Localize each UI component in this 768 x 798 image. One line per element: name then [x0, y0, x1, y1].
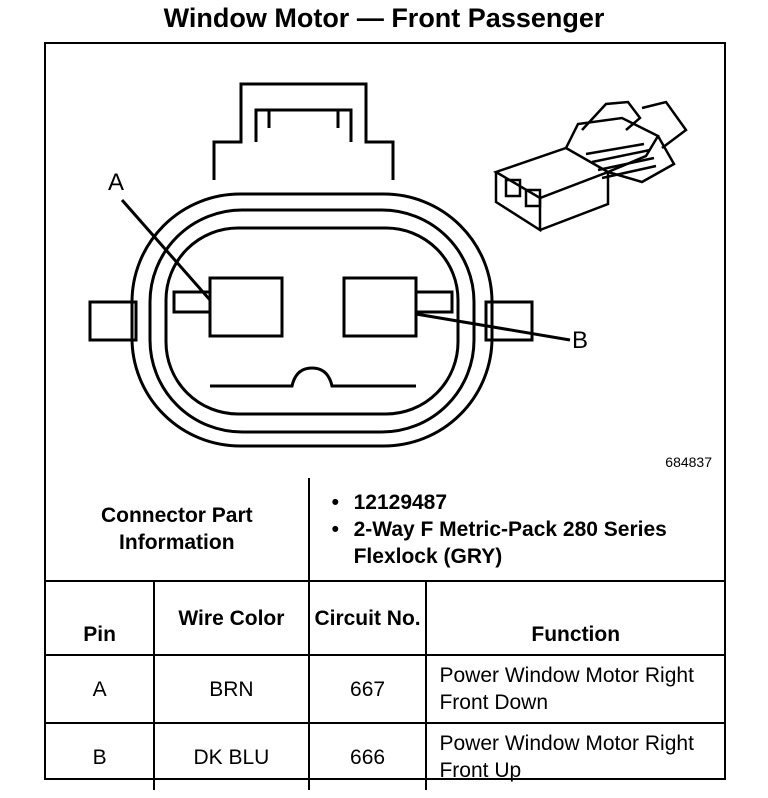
connector-sketch	[493, 100, 688, 233]
latch-inner	[254, 108, 353, 142]
bullet-icon: •	[331, 490, 339, 514]
connector-info-row: Connector Part Information •12129487 •2-…	[46, 478, 724, 582]
table-header-row: Pin Wire Color Circuit No. Function	[46, 580, 724, 656]
terminal-a	[208, 276, 284, 338]
connector-info-item: •2-Way F Metric-Pack 280 Series Flexlock…	[331, 517, 667, 568]
cell-function: Power Window Motor Right Front Up	[425, 722, 724, 790]
cell-circuit-no: 666	[307, 722, 428, 790]
cell-wire-color: BRN	[153, 654, 310, 724]
left-ear	[88, 300, 138, 342]
latch-housing	[212, 82, 395, 180]
page-title: Window Motor — Front Passenger	[163, 3, 605, 33]
figure-code: 684837	[665, 454, 712, 470]
header-circuit-no: Circuit No.	[307, 580, 428, 656]
connector-diagram: A B 684837	[46, 44, 724, 478]
leader-a	[120, 199, 212, 301]
header-pin: Pin	[46, 580, 156, 656]
header-wire-color: Wire Color	[153, 580, 310, 656]
connector-sheet: A B 684837 Connector Part Information •1…	[44, 42, 726, 790]
connector-table: Connector Part Information •12129487 •2-…	[46, 478, 724, 790]
connector-face-drawing: A B	[88, 82, 688, 448]
polarization-key	[210, 366, 416, 388]
table-row: A BRN 667 Power Window Motor Right Front…	[46, 654, 724, 724]
callout-a: A	[108, 169, 124, 196]
cell-pin: B	[46, 722, 156, 790]
header-function: Function	[425, 580, 724, 656]
cell-wire-color: DK BLU	[153, 722, 310, 790]
seal-ring	[148, 208, 476, 434]
cell-pin: A	[46, 654, 156, 724]
connector-info-label: Connector Part Information	[46, 478, 310, 582]
outer-shell	[130, 192, 494, 448]
connector-info-list: •12129487 •2-Way F Metric-Pack 280 Serie…	[307, 478, 724, 582]
table-row: B DK BLU 666 Power Window Motor Right Fr…	[46, 722, 724, 790]
right-ear	[484, 300, 534, 342]
bullet-icon: •	[331, 517, 339, 541]
cell-function: Power Window Motor Right Front Down	[425, 654, 724, 724]
cell-circuit-no: 667	[307, 654, 428, 724]
leader-b	[415, 312, 571, 342]
callout-b: B	[572, 327, 588, 354]
terminal-b	[342, 276, 418, 338]
connector-info-item: •12129487	[331, 490, 448, 514]
